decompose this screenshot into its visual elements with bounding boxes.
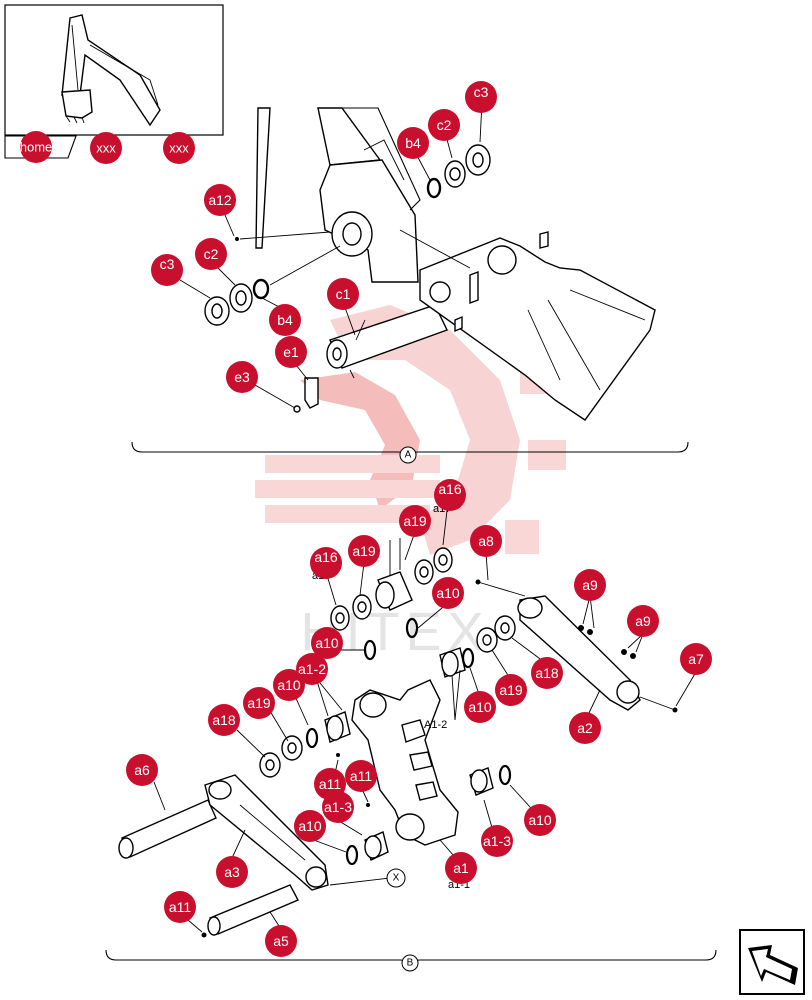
- callout-a8[interactable]: a8: [470, 525, 502, 557]
- callout-b4-top[interactable]: b4: [397, 127, 429, 159]
- callout-a11-c[interactable]: a11: [164, 891, 196, 923]
- callout-a16-right-label: a16: [438, 481, 462, 497]
- callout-a19-mid[interactable]: a19: [399, 505, 431, 537]
- callout-a9-a[interactable]: a9: [574, 569, 606, 601]
- callout-b4-left[interactable]: b4: [269, 304, 301, 336]
- breadcrumb-crumb-2[interactable]: xxx: [163, 132, 195, 164]
- callout-a11-a-label: a11: [319, 776, 342, 792]
- home-label: home: [20, 140, 53, 155]
- section-a-bracket: A: [131, 441, 689, 464]
- callout-c2-left[interactable]: c2: [195, 238, 227, 270]
- callout-a9-a-label: a9: [582, 577, 598, 593]
- callout-a10-d[interactable]: a10: [464, 691, 496, 723]
- callout-a16-right[interactable]: a16: [434, 479, 466, 511]
- callout-a3-label: a3: [224, 864, 240, 880]
- callout-a19-right[interactable]: a19: [495, 674, 527, 706]
- section-b-drawing: [118, 501, 697, 938]
- callout-a19-right-label: a19: [499, 682, 523, 698]
- callout-c3-left-label: c3: [160, 256, 175, 272]
- callout-a5-label: a5: [273, 933, 289, 949]
- callout-a3[interactable]: a3: [216, 856, 248, 888]
- back-arrow-button[interactable]: [739, 929, 805, 995]
- callout-a19-left-label: a19: [352, 543, 376, 559]
- callout-a19-lower[interactable]: a19: [243, 687, 275, 719]
- callout-a18-right-label: a18: [535, 665, 559, 681]
- callout-a19-lower-label: a19: [247, 695, 271, 711]
- section-a-drawing: [204, 107, 656, 421]
- callout-e1[interactable]: e1: [275, 336, 307, 368]
- section-b-bracket: B: [105, 949, 717, 972]
- callout-a9-b[interactable]: a9: [627, 605, 659, 637]
- callout-a10-f[interactable]: a10: [524, 804, 556, 836]
- callout-a10-b[interactable]: a10: [311, 627, 343, 659]
- callout-c1-label: c1: [336, 286, 351, 302]
- callout-a18-left-label: a18: [212, 712, 236, 728]
- callout-a11-b[interactable]: a11: [345, 760, 377, 792]
- callout-e3-label: e3: [234, 369, 250, 385]
- callout-a2[interactable]: a2: [569, 712, 601, 744]
- callout-a1-label: a1: [453, 860, 469, 876]
- callout-a11-c-label: a11: [169, 899, 192, 915]
- callout-a8-label: a8: [478, 533, 494, 549]
- callout-c3-left[interactable]: c3: [151, 254, 183, 286]
- callout-a6[interactable]: a6: [126, 754, 158, 786]
- callout-a7-label: a7: [688, 651, 704, 667]
- callout-a12[interactable]: a12: [204, 184, 236, 216]
- callout-a1-3-right-label: a1-3: [483, 833, 511, 849]
- crumb-2-label: xxx: [169, 141, 189, 156]
- callout-a18-left[interactable]: a18: [208, 704, 240, 736]
- callout-a1-3-left-label: a1-3: [324, 799, 352, 815]
- reference-marker-x: X: [386, 868, 406, 888]
- callout-a10-d-label: a10: [468, 699, 492, 715]
- callout-c2-top[interactable]: c2: [428, 109, 460, 141]
- callout-a19-mid-label: a19: [403, 513, 427, 529]
- callout-a1-2-left-label: a1-2: [298, 661, 326, 677]
- callout-a19-left[interactable]: a19: [348, 535, 380, 567]
- callout-c2-top-label: c2: [437, 117, 452, 133]
- callout-a1-2-left[interactable]: a1-2: [296, 653, 328, 685]
- callout-b4-left-label: b4: [277, 312, 293, 328]
- callout-a10-a[interactable]: a10: [432, 577, 464, 609]
- callout-a12-label: a12: [208, 192, 232, 208]
- callout-a18-right[interactable]: a18: [531, 657, 563, 689]
- callout-a10-c[interactable]: a10: [273, 669, 305, 701]
- section-b-label: B: [407, 958, 414, 969]
- callout-a2-label: a2: [577, 720, 593, 736]
- back-arrow-icon: [752, 949, 792, 980]
- home-tab[interactable]: home: [4, 131, 77, 163]
- callout-a5[interactable]: a5: [265, 925, 297, 957]
- callout-a11-b-label: a11: [350, 768, 373, 784]
- callout-a10-a-label: a10: [436, 585, 460, 601]
- callout-a10-e-label: a10: [298, 818, 322, 834]
- callout-a16-left[interactable]: a16: [310, 547, 342, 579]
- callout-a16-left-label: a16: [314, 549, 338, 565]
- reference-marker-label: X: [393, 873, 400, 884]
- callout-c3-top[interactable]: c3: [465, 81, 497, 113]
- overview-thumbnail[interactable]: [4, 4, 224, 136]
- callout-a9-b-label: a9: [635, 613, 651, 629]
- callout-a1[interactable]: a1: [445, 852, 477, 884]
- callout-a7[interactable]: a7: [680, 643, 712, 675]
- callout-c3-top-label: c3: [474, 84, 489, 100]
- breadcrumb-crumb-1[interactable]: xxx: [90, 132, 122, 164]
- callout-a10-c-label: a10: [277, 677, 301, 693]
- callout-b4-top-label: b4: [405, 135, 421, 151]
- callout-c2-left-label: c2: [204, 246, 219, 262]
- callout-a6-label: a6: [134, 762, 150, 778]
- section-a-label: A: [405, 450, 412, 461]
- callout-a1-3-left[interactable]: a1-3: [322, 791, 354, 823]
- crumb-1-label: xxx: [96, 141, 116, 156]
- callout-e1-label: e1: [283, 344, 299, 360]
- callout-e3[interactable]: e3: [226, 361, 258, 393]
- callout-a10-e[interactable]: a10: [294, 810, 326, 842]
- callout-a1-3-right[interactable]: a1-3: [481, 825, 513, 857]
- faint-label-a1-2: A1-2: [424, 719, 447, 731]
- callout-a10-b-label: a10: [315, 635, 339, 651]
- callout-c1[interactable]: c1: [327, 278, 359, 310]
- callout-a10-f-label: a10: [528, 812, 552, 828]
